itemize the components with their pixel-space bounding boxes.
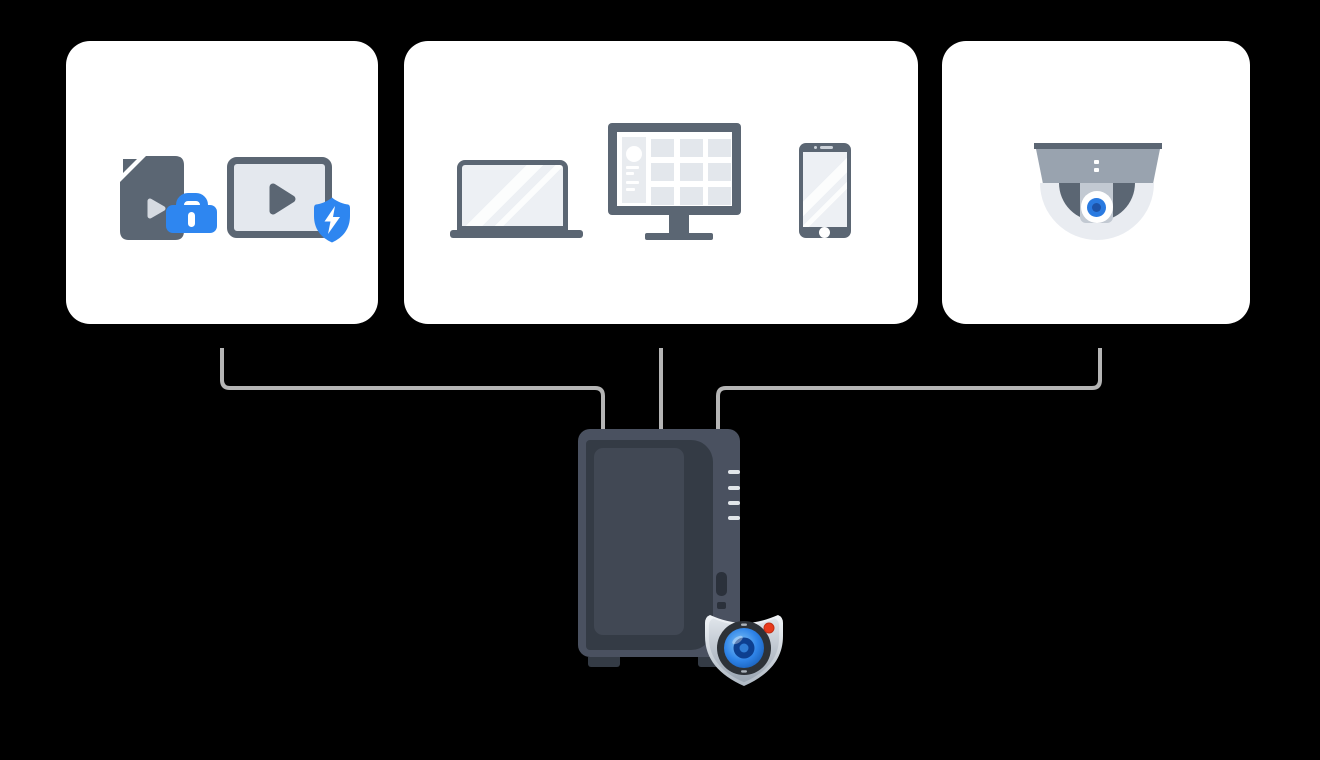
camera-indicator-dot [1094, 160, 1099, 164]
laptop-base [450, 230, 583, 238]
card-protected-media [66, 41, 378, 324]
phone-screen [803, 152, 847, 227]
file-fold [123, 159, 137, 173]
monitor-ui-tile [651, 163, 674, 181]
connector-right [716, 348, 1102, 432]
monitor-ui-tile [708, 187, 731, 205]
monitor-ui-tile [680, 139, 703, 157]
flash-bolt-icon [324, 206, 340, 234]
nas-foot [588, 657, 620, 667]
nas-drive-bay-door [594, 448, 684, 635]
dome-camera-mount [1036, 149, 1160, 183]
connector-left [220, 348, 605, 432]
laptop-icon [457, 160, 568, 231]
monitor-base [645, 233, 713, 240]
lock-icon [166, 193, 217, 233]
nas-status-led [728, 501, 740, 505]
monitor-screen [617, 132, 732, 206]
badge-record-led [763, 622, 775, 634]
dome-camera-ceiling-bar [1034, 143, 1162, 149]
nas-usb-port [717, 602, 726, 609]
nas-power-slot [716, 572, 727, 596]
monitor-ui-line [626, 181, 639, 184]
nas-status-led [728, 486, 740, 490]
nas-status-led [728, 470, 740, 474]
smartphone-icon [799, 143, 851, 238]
card-client-devices [404, 41, 918, 324]
monitor-ui-tile [651, 139, 674, 157]
monitor-ui-avatar [626, 146, 642, 162]
phone-home-button [819, 227, 830, 238]
camera-lens-pupil [1092, 202, 1101, 212]
camera-indicator-dot [1094, 168, 1099, 172]
monitor-ui-tile [708, 139, 731, 157]
file-play-icon [147, 198, 166, 219]
player-play-icon [269, 183, 296, 215]
nas-front-panel [586, 440, 713, 650]
lock-keyhole [188, 212, 195, 227]
phone-speaker [820, 146, 833, 149]
monitor-ui-sidebar [622, 137, 646, 203]
monitor-ui-tile [708, 163, 731, 181]
monitor-ui-tile [680, 163, 703, 181]
nas-server [578, 429, 740, 667]
monitor-ui-tile [651, 187, 674, 205]
monitor-ui-line [626, 166, 639, 169]
surveillance-shield-camera-badge [705, 615, 783, 686]
desktop-monitor-icon [608, 123, 741, 215]
monitor-ui-line [626, 188, 635, 191]
media-player-icon [227, 157, 332, 238]
phone-camera-dot [814, 146, 817, 149]
monitor-ui-line [626, 172, 634, 175]
card-surveillance-camera [942, 41, 1250, 324]
monitor-ui-tile [680, 187, 703, 205]
monitor-stand [669, 215, 689, 233]
shield-flash-icon [314, 197, 350, 243]
nas-status-led [728, 516, 740, 520]
